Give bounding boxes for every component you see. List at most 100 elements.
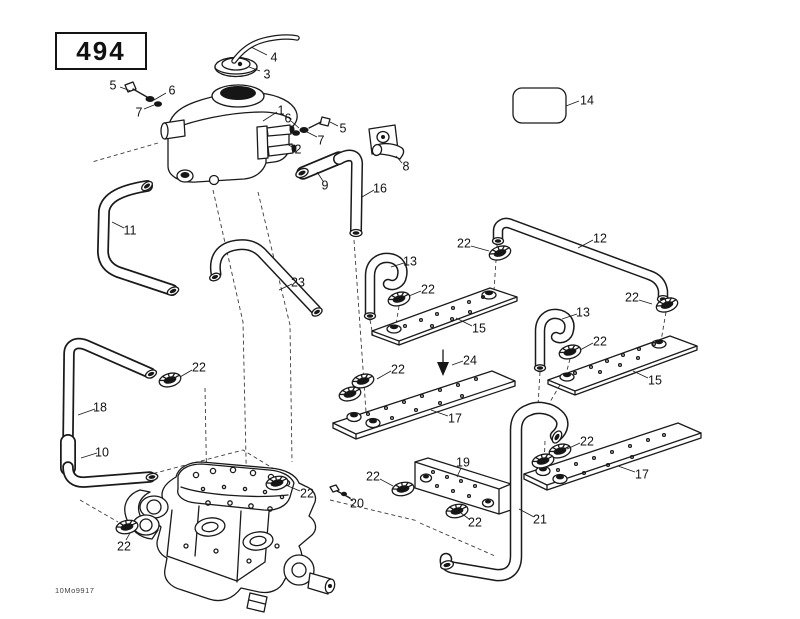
screw-washer-set-left — [124, 81, 162, 107]
leader-line — [361, 189, 375, 198]
callout-7: 7 — [136, 106, 143, 120]
callout-22: 22 — [421, 283, 435, 297]
callout-22: 22 — [117, 540, 131, 554]
flow-arrow-24 — [437, 349, 449, 376]
grommet-22 — [391, 481, 415, 497]
vent-tube-4 — [231, 34, 300, 64]
callout-12: 12 — [593, 232, 607, 246]
drawing-code: 10Mo9917 — [55, 586, 95, 595]
hose-13-right — [534, 308, 575, 373]
grommet-22 — [488, 245, 512, 261]
grommet-22 — [548, 443, 572, 459]
callout-6: 6 — [169, 84, 176, 98]
leader-line — [278, 283, 293, 291]
hose-21 — [439, 401, 569, 582]
callout-8: 8 — [403, 160, 410, 174]
hose-12 — [492, 217, 669, 304]
leader-line — [290, 120, 300, 129]
callout-9: 9 — [322, 179, 329, 193]
hose-9 — [296, 151, 346, 180]
leader-line — [379, 478, 394, 487]
callout-22: 22 — [366, 470, 380, 484]
leader-line — [456, 467, 462, 478]
callout-22: 22 — [593, 335, 607, 349]
leader-line — [632, 370, 649, 379]
leader-line — [579, 342, 594, 351]
leader-line — [143, 104, 155, 110]
callout-16: 16 — [373, 182, 387, 196]
hose-16 — [333, 149, 364, 237]
leader-line — [250, 46, 268, 56]
leader-line — [518, 508, 535, 518]
hose-13-left — [364, 252, 408, 321]
leader-line — [80, 452, 98, 459]
callout-22: 22 — [457, 237, 471, 251]
leader-line — [390, 262, 405, 268]
leader-line — [306, 131, 318, 138]
heat-exchanger-15-right — [547, 335, 698, 396]
callout-3: 3 — [264, 68, 271, 82]
heat-exchanger-17-right — [523, 422, 702, 491]
heat-exchanger-15-left — [371, 287, 518, 346]
leader-line — [566, 442, 581, 450]
grommet-22 — [387, 291, 411, 307]
grommet-22 — [445, 503, 469, 519]
leader-line — [455, 317, 473, 327]
callout-22: 22 — [300, 487, 314, 501]
grommet-22 — [338, 386, 362, 402]
callout-20: 20 — [350, 497, 364, 511]
leader-line — [430, 409, 449, 417]
leader-line — [286, 143, 295, 149]
leader-line — [617, 465, 636, 473]
leader-line — [77, 408, 96, 416]
projection-lines — [79, 142, 667, 557]
callout-17: 17 — [635, 468, 649, 482]
leader-line — [287, 485, 301, 492]
callout-22: 22 — [192, 361, 206, 375]
filler-cap-3 — [214, 56, 258, 78]
callout-5: 5 — [340, 122, 347, 136]
hose-23 — [209, 239, 322, 316]
coolant-tank-1 — [160, 84, 298, 186]
leader-line — [316, 171, 324, 182]
callout-21: 21 — [533, 513, 547, 527]
grommet-22 — [351, 373, 375, 389]
hose-18-and-10 — [60, 337, 156, 488]
leader-line — [638, 299, 653, 305]
cylinder-head — [177, 463, 295, 511]
leader-line — [262, 111, 278, 122]
leader-line — [153, 92, 167, 101]
callout-22: 22 — [391, 363, 405, 377]
figure-number: 494 — [76, 35, 126, 66]
leader-line — [565, 100, 580, 107]
leader-line — [376, 370, 392, 380]
hose-11 — [97, 180, 178, 296]
leader-line — [248, 66, 261, 72]
pad-14 — [512, 87, 567, 124]
callout-23: 23 — [291, 276, 305, 290]
callout-19: 19 — [456, 456, 470, 470]
callout-10: 10 — [95, 446, 109, 460]
grommet-22 — [655, 297, 679, 313]
callout-13: 13 — [403, 255, 417, 269]
grommet-22 — [158, 372, 182, 388]
leader-line — [577, 239, 594, 249]
grommet-22 — [558, 344, 582, 360]
callout-4: 4 — [271, 51, 278, 65]
leader-line — [347, 496, 354, 502]
screw-washer-set-right — [292, 116, 331, 136]
leader-line — [395, 155, 403, 164]
callout-7: 7 — [318, 134, 325, 148]
figure-number-box: 494 — [55, 32, 147, 70]
callout-22: 22 — [580, 435, 594, 449]
callout-1: 1 — [278, 104, 285, 118]
callout-18: 18 — [93, 401, 107, 415]
callout-24: 24 — [463, 354, 477, 368]
leader-line — [561, 313, 578, 320]
leader-line — [470, 245, 490, 252]
grommets-22 — [115, 245, 679, 535]
fitting-8 — [368, 124, 405, 160]
